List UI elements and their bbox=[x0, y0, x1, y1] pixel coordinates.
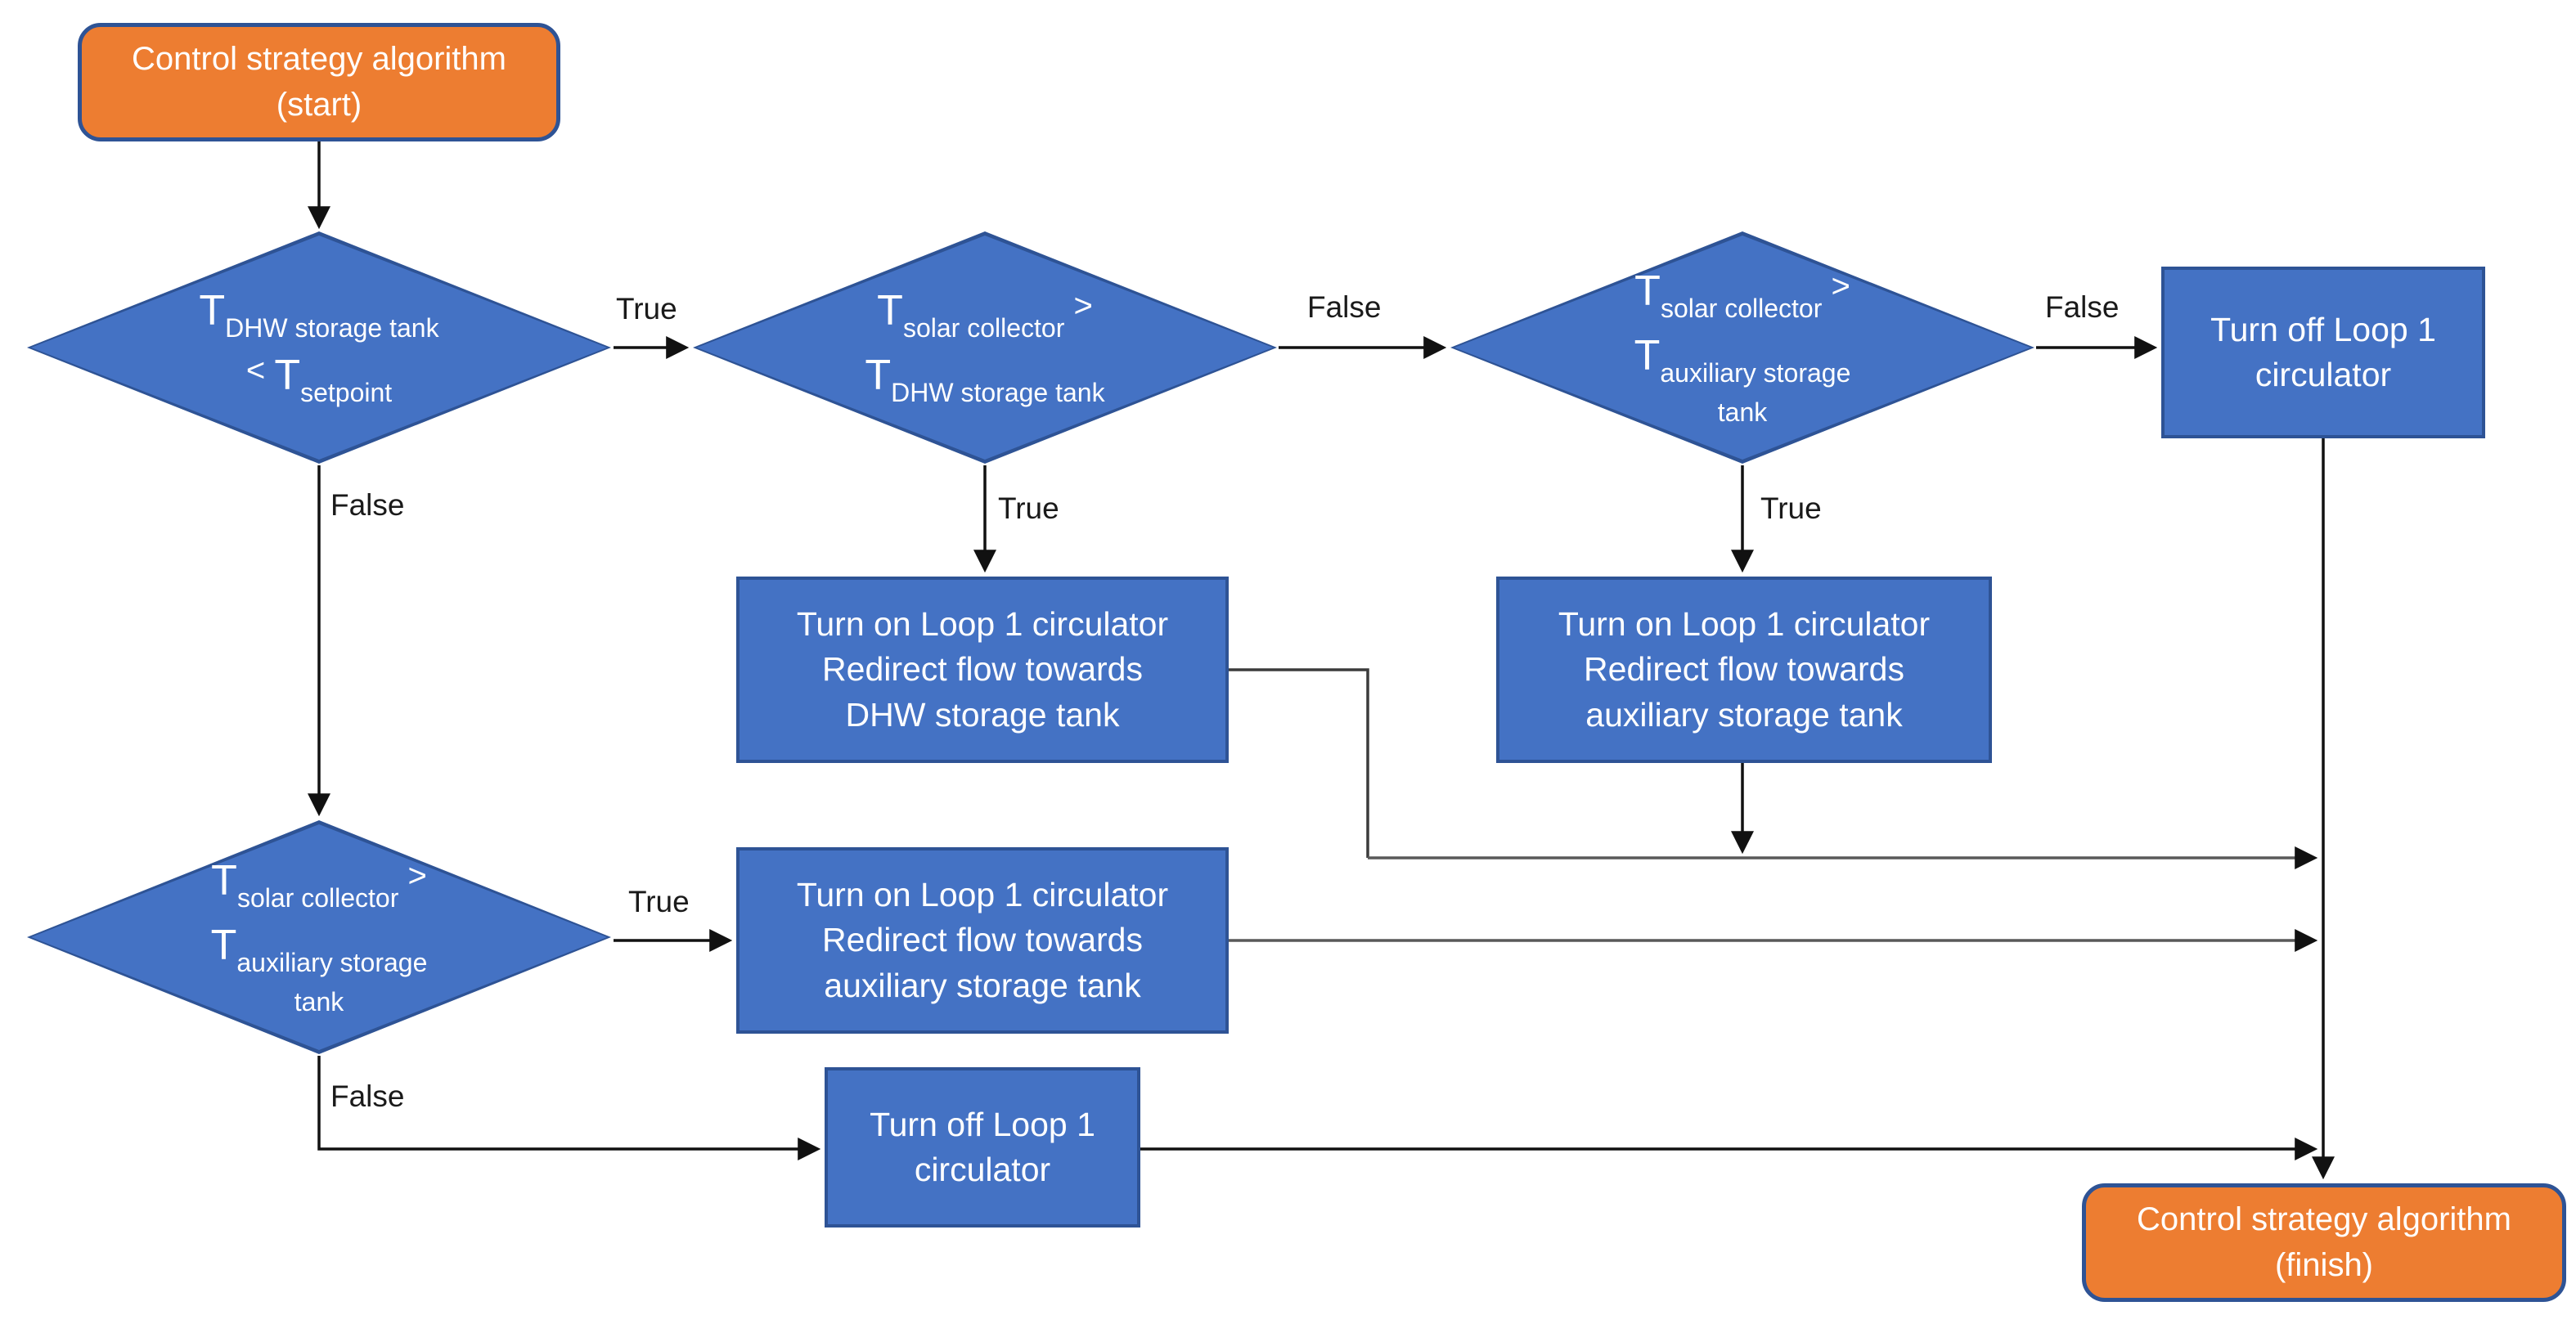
process-turn-off-top-line2: circulator bbox=[2255, 356, 2392, 393]
process-turn-on-aux-right-line3: auxiliary storage tank bbox=[1585, 695, 1903, 734]
edge-label-d2-false: False bbox=[1307, 290, 1382, 324]
decision-dhw-below-setpoint: TDHW storage tank < Tsetpoint bbox=[27, 231, 611, 464]
edge-label-d1-false: False bbox=[330, 488, 405, 522]
terminator-start-line2: (start) bbox=[276, 86, 362, 123]
decision-collector-above-aux-bottom-text: Tsolar collector > Tauxiliary storage ta… bbox=[210, 857, 428, 1017]
process-turn-on-dhw-line2: Redirect flow towards bbox=[822, 650, 1143, 689]
process-turn-on-dhw: Turn on Loop 1 circulator Redirect flow … bbox=[736, 577, 1229, 763]
process-turn-on-aux-bottom-line3: auxiliary storage tank bbox=[824, 966, 1141, 1004]
edge-label-d4-false: False bbox=[330, 1079, 405, 1113]
process-turn-on-aux-bottom-line2: Redirect flow towards bbox=[822, 921, 1143, 959]
decision-collector-above-aux-bottom: Tsolar collector > Tauxiliary storage ta… bbox=[27, 820, 611, 1054]
decision-collector-above-dhw-text: Tsolar collector > TDHW storage tank bbox=[865, 287, 1105, 407]
arrow-d4-false-to-off-bottom bbox=[317, 1056, 821, 1160]
edge-label-d2-true: True bbox=[998, 491, 1059, 525]
edge-label-d1-true: True bbox=[616, 292, 677, 325]
process-turn-off-bottom-line2: circulator bbox=[914, 1151, 1051, 1188]
decision-dhw-below-setpoint-text: TDHW storage tank < Tsetpoint bbox=[199, 287, 439, 407]
process-turn-off-top-line1: Turn off Loop 1 bbox=[2210, 310, 2436, 348]
terminator-start: Control strategy algorithm (start) bbox=[78, 23, 560, 141]
process-turn-off-bottom-line1: Turn off Loop 1 bbox=[870, 1105, 1095, 1143]
process-turn-on-dhw-line3: DHW storage tank bbox=[845, 695, 1120, 734]
decision-collector-above-aux-top: Tsolar collector > Tauxiliary storage ta… bbox=[1450, 231, 2034, 464]
terminator-finish-line2: (finish) bbox=[2274, 1246, 2374, 1283]
terminator-finish-line1: Control strategy algorithm bbox=[2137, 1201, 2511, 1238]
decision-collector-above-dhw: Tsolar collector > TDHW storage tank bbox=[693, 231, 1277, 464]
process-turn-off-top: Turn off Loop 1 circulator bbox=[2161, 267, 2485, 438]
terminator-start-line1: Control strategy algorithm bbox=[132, 41, 506, 78]
edge-label-d4-true: True bbox=[628, 885, 690, 918]
process-turn-on-aux-right: Turn on Loop 1 circulator Redirect flow … bbox=[1496, 577, 1992, 763]
edge-label-d3-false: False bbox=[2045, 290, 2120, 324]
process-turn-on-aux-bottom: Turn on Loop 1 circulator Redirect flow … bbox=[736, 847, 1229, 1034]
edge-label-d3-true: True bbox=[1760, 491, 1822, 525]
process-turn-on-aux-right-line1: Turn on Loop 1 circulator bbox=[1558, 604, 1931, 643]
terminator-finish: Control strategy algorithm (finish) bbox=[2082, 1183, 2566, 1302]
process-turn-on-aux-bottom-line1: Turn on Loop 1 circulator bbox=[796, 875, 1169, 913]
decision-collector-above-aux-top-text: Tsolar collector > Tauxiliary storage ta… bbox=[1634, 267, 1851, 427]
process-turn-on-dhw-line1: Turn on Loop 1 circulator bbox=[796, 604, 1169, 643]
process-turn-on-aux-right-line2: Redirect flow towards bbox=[1584, 650, 1904, 689]
line-on-dhw-elbow bbox=[1229, 668, 1369, 858]
process-turn-off-bottom: Turn off Loop 1 circulator bbox=[825, 1067, 1140, 1228]
